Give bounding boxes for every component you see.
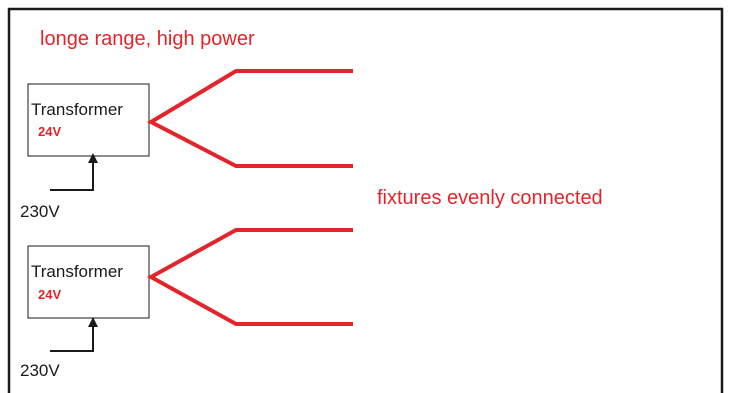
fixtures-note: fixtures evenly connected [377,187,603,209]
output-voltage: 24V [38,124,62,139]
power-feed-line-2 [50,323,94,352]
transformer-box-1 [27,83,150,157]
diagram-title: longe range, high power [40,28,255,50]
input-voltage: 230V [20,361,60,380]
power-feed-line-1 [50,159,94,191]
input-voltage: 230V [20,202,60,221]
output-cable-1 [146,69,353,168]
transformer-label: Transformer [31,100,123,119]
diagram-frame [7,7,724,393]
transformer-box-2 [27,245,150,319]
transformer-label: Transformer [31,262,123,281]
arrow-up-icon [88,317,98,327]
output-voltage: 24V [38,287,62,302]
arrow-up-icon [88,153,98,163]
output-cable-2 [146,228,353,326]
